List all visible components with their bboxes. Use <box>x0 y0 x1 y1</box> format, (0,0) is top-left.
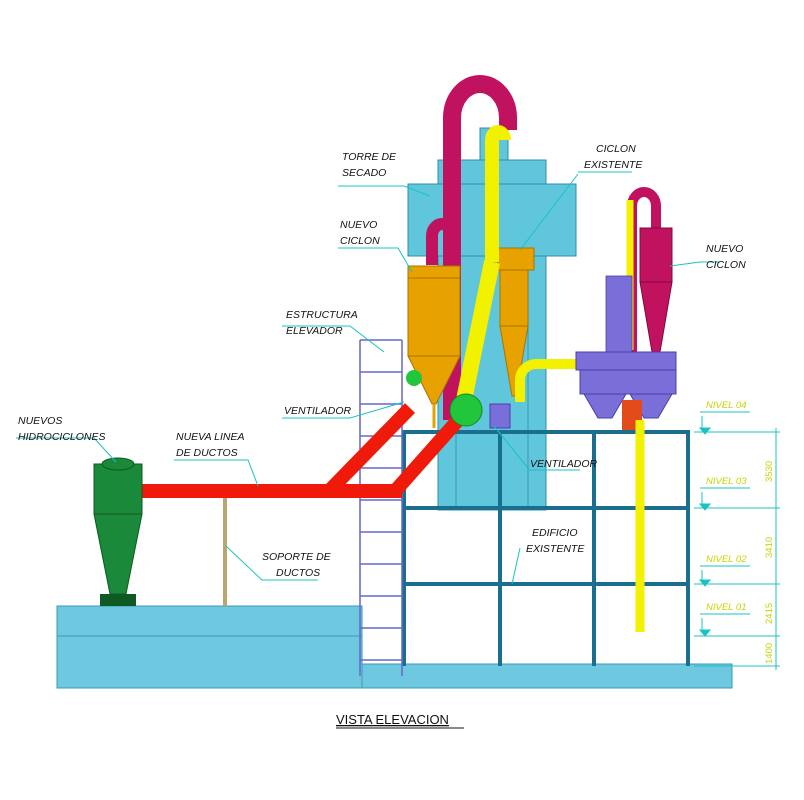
label-ventilador-right: VENTILADOR <box>530 458 598 470</box>
drawing-title: VISTA ELEVACION <box>336 712 449 727</box>
new-hydrocyclone <box>93 457 143 606</box>
label-nueva-linea-ductos: NUEVA LINEA DE DUCTOS <box>176 431 247 459</box>
new-cyclone-right <box>605 187 673 360</box>
level-03-label: NIVEL 03 <box>706 476 747 487</box>
fan-right-housing <box>489 403 511 429</box>
dimension-2415: 2415 <box>764 603 775 624</box>
label-nuevo-ciclon-left: NUEVO CICLON <box>340 219 380 247</box>
dimension-3410: 3410 <box>764 537 775 558</box>
existing-cyclone <box>497 247 535 397</box>
new-duct-line <box>140 403 466 498</box>
label-edificio-existente: EDIFICIO EXISTENTE <box>526 527 585 555</box>
dimension-3530: 3530 <box>764 461 775 482</box>
collector-hoppers <box>575 351 677 632</box>
fan-left <box>406 370 422 386</box>
label-nuevos-hidrociclones: NUEVOS HIDROCICLONES <box>18 415 106 443</box>
level-04-label: NIVEL 04 <box>706 400 747 411</box>
magenta-arch-duct <box>426 75 517 420</box>
ground-slab <box>56 605 733 689</box>
label-ventilador-left: VENTILADOR <box>284 405 352 417</box>
label-estructura-elevador: ESTRUCTURA ELEVADOR <box>286 309 360 337</box>
yellow-duct <box>454 125 586 412</box>
label-nuevo-ciclon-right: NUEVO CICLON <box>706 243 746 271</box>
label-ciclon-existente: CICLON EXISTENTE <box>584 143 643 171</box>
level-02-label: NIVEL 02 <box>706 554 747 565</box>
label-soporte-ductos: SOPORTE DE DUCTOS <box>262 551 334 579</box>
elevator-structure <box>359 339 403 676</box>
fan-right <box>449 393 483 427</box>
duct-support <box>223 498 227 606</box>
leader-lines <box>16 171 720 585</box>
new-cyclone-left <box>407 265 461 428</box>
level-markers <box>698 411 750 637</box>
dimension-chain <box>694 428 780 670</box>
level-01-label: NIVEL 01 <box>706 602 747 613</box>
dimension-1400: 1400 <box>764 643 775 664</box>
label-torre-secado: TORRE DE SECADO <box>342 151 399 179</box>
